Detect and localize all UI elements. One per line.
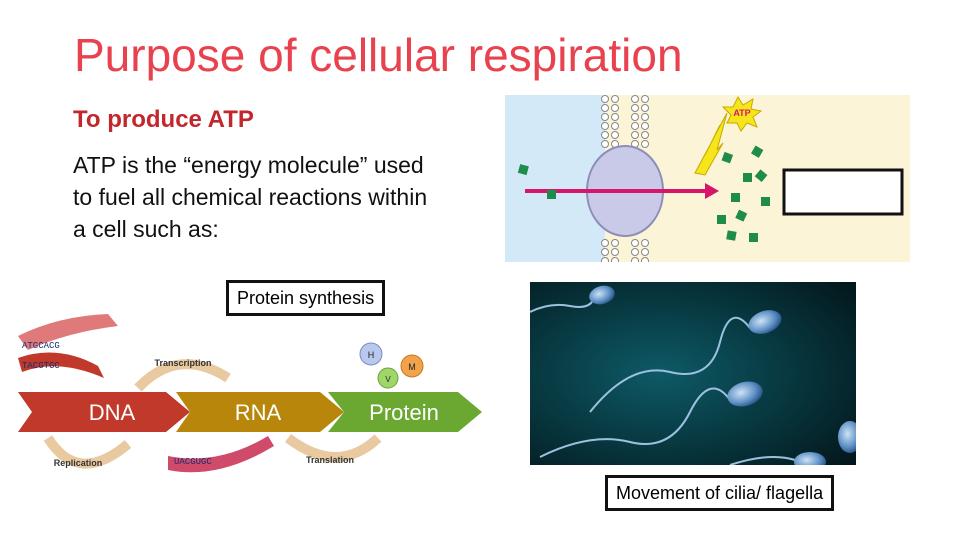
transcription-label: Transcription [154, 358, 211, 368]
replication-label: Replication [54, 458, 103, 468]
lipid-head [611, 248, 619, 256]
dna-strand-bottom [18, 352, 104, 378]
lipid-head [631, 239, 639, 247]
rna-label: RNA [235, 400, 282, 425]
protein-synthesis-label: Protein synthesis [226, 280, 386, 316]
lipid-head [601, 239, 609, 247]
lipid-head [601, 248, 609, 256]
rna-arrow [176, 392, 344, 432]
transcription-curve [134, 359, 231, 392]
dna-bases-bottom: TACGTGC [22, 361, 60, 371]
lipid-head [641, 248, 649, 256]
amino-m-label: M [408, 362, 416, 372]
lipid-head [641, 104, 649, 112]
slide-title: Purpose of cellular respiration [74, 29, 683, 81]
slide-subtitle: To produce ATP [73, 106, 254, 133]
protein-arrow [328, 392, 482, 432]
lipid-head [611, 113, 619, 121]
lipid-head [601, 131, 609, 139]
rna-strand [168, 436, 274, 473]
central-dogma-figure: DNA RNA Protein Transcription Translatio… [18, 314, 482, 473]
lipid-head [631, 95, 639, 103]
lipid-head [631, 104, 639, 112]
translation-label: Translation [306, 455, 354, 465]
lipid-head [631, 122, 639, 130]
lipid-head [601, 95, 609, 103]
lipid-head [601, 104, 609, 112]
lipid-head [601, 140, 609, 148]
lipid-head [611, 239, 619, 247]
slide-body-text: ATP is the “energy molecule” used to fue… [73, 152, 428, 242]
lipid-head [641, 140, 649, 148]
lipid-head [601, 257, 609, 262]
lipid-head [601, 122, 609, 130]
amino-acid-v [377, 367, 399, 389]
dna-strand-top [18, 314, 118, 350]
lipid-head [611, 104, 619, 112]
dna-arrow [18, 392, 190, 432]
lipid-head [611, 122, 619, 130]
replication-curve [43, 435, 132, 469]
amino-h-label: H [368, 350, 375, 360]
translation-curve [284, 433, 382, 462]
lipid-head [631, 248, 639, 256]
blank-label-box [782, 168, 904, 216]
movement-label: Movement of cilia/ flagella [605, 475, 835, 511]
lipid-head [641, 239, 649, 247]
lipid-head [641, 95, 649, 103]
lipid-head [631, 257, 639, 262]
dna-label: DNA [89, 400, 136, 425]
amino-acid-h [359, 342, 383, 366]
dna-bases-top: ATGCACG [22, 341, 60, 351]
protein-label: Protein [369, 400, 439, 425]
lipid-head [641, 257, 649, 262]
lipid-head [601, 113, 609, 121]
lipid-head [641, 131, 649, 139]
amino-v-label: V [385, 375, 391, 384]
flagella-photo [530, 282, 856, 465]
lightning-icon [694, 112, 728, 176]
lipid-head [641, 113, 649, 121]
atp-burst-icon [721, 95, 763, 132]
lipid-head [631, 131, 639, 139]
lipid-head [611, 131, 619, 139]
membrane-transport-figure: ATP [505, 95, 910, 262]
lipid-head [641, 122, 649, 130]
atp-label: ATP [733, 108, 750, 118]
lipid-head [611, 95, 619, 103]
amino-acid-m [400, 354, 424, 378]
rna-bases: UACGUGC [174, 457, 212, 467]
lipid-head [631, 113, 639, 121]
lipid-head [611, 257, 619, 262]
